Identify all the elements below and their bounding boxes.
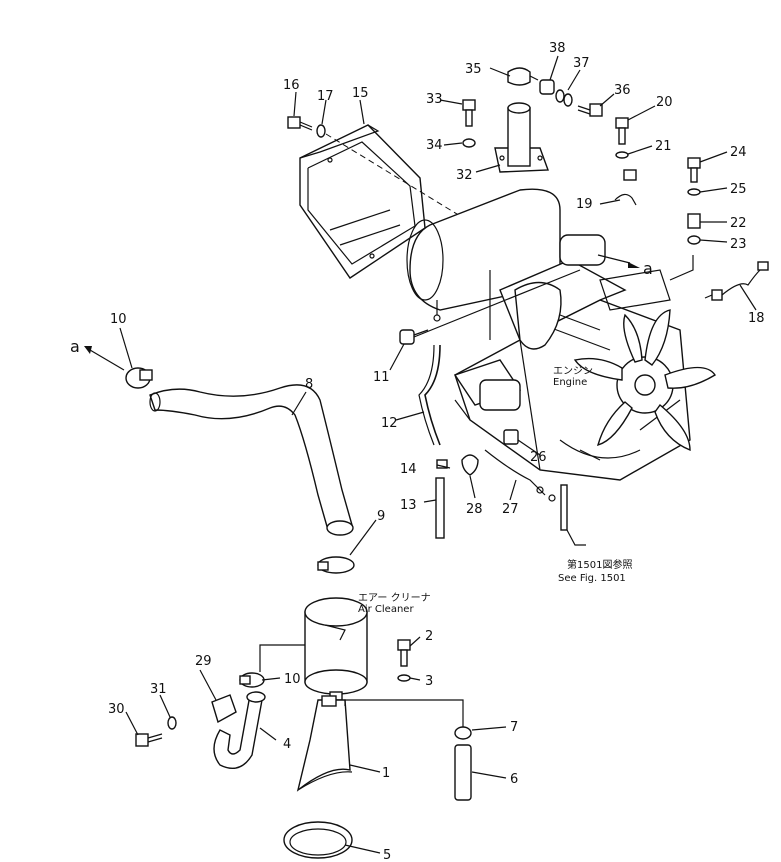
callout-29: 29 xyxy=(195,654,212,669)
pipe-12 xyxy=(418,344,441,446)
callout-6: 6 xyxy=(510,772,518,787)
exhaust-pipe-32 xyxy=(494,102,549,173)
caption-air-cleaner-jp: エアー クリーナ xyxy=(358,592,431,604)
bolt-26 xyxy=(503,429,519,445)
bolt-36 xyxy=(577,103,603,117)
clamp-5 xyxy=(283,821,353,859)
clamp-10-bottom xyxy=(239,672,265,688)
callout-8: 8 xyxy=(305,377,313,392)
callout-12: 12 xyxy=(381,416,398,431)
clip-19 xyxy=(614,169,637,206)
caption-air-cleaner-en: Air Cleaner xyxy=(358,604,414,615)
callout-16: 16 xyxy=(283,78,300,93)
callout-26: 26 xyxy=(530,450,547,465)
tube-1501 xyxy=(560,484,568,531)
washer-25 xyxy=(687,188,701,196)
callout-10-bottom: 10 xyxy=(284,672,301,687)
clamp-28 xyxy=(461,454,479,476)
callout-11: 11 xyxy=(373,370,390,385)
clamp-7 xyxy=(454,726,472,740)
callout-7: 7 xyxy=(510,720,518,735)
callout-33: 33 xyxy=(426,92,443,107)
clamp-9 xyxy=(317,556,355,574)
callout-15: 15 xyxy=(352,86,369,101)
callout-31: 31 xyxy=(150,682,167,697)
washer-31 xyxy=(167,716,177,730)
hose-4 xyxy=(213,691,266,769)
callout-30: 30 xyxy=(108,702,125,717)
callout-32: 32 xyxy=(456,168,473,183)
caption-see-fig-jp: 第1501図参照 xyxy=(567,558,632,571)
callout-18: 18 xyxy=(748,311,765,326)
callout-27: 27 xyxy=(502,502,519,517)
callout-9: 9 xyxy=(377,509,385,524)
ref-a-left: a xyxy=(70,337,80,356)
callout-23: 23 xyxy=(730,237,747,252)
callout-3: 3 xyxy=(425,674,433,689)
caption-see-fig-en: See Fig. 1501 xyxy=(558,573,626,584)
bolt-16 xyxy=(287,116,313,131)
fan xyxy=(573,309,716,452)
callout-14: 14 xyxy=(400,462,417,477)
bolt-20 xyxy=(615,117,629,145)
callout-4: 4 xyxy=(283,737,291,752)
bolt-24 xyxy=(687,157,701,183)
spacer-38 xyxy=(539,79,555,95)
fitting-22 xyxy=(687,213,701,229)
callout-24: 24 xyxy=(730,145,747,160)
callout-5: 5 xyxy=(383,848,391,862)
duct-1 xyxy=(296,695,353,792)
callout-2: 2 xyxy=(425,629,433,644)
callout-20: 20 xyxy=(656,95,673,110)
clip-14 xyxy=(436,459,448,469)
bracket-29 xyxy=(211,694,237,724)
nut-23 xyxy=(687,235,701,245)
hose-27 xyxy=(484,449,556,502)
hose-8 xyxy=(149,384,354,536)
callout-35: 35 xyxy=(465,62,482,77)
caption-engine-en: Engine xyxy=(553,377,587,388)
callout-34: 34 xyxy=(426,138,443,153)
clamp-35 xyxy=(507,67,539,86)
callout-numbers: 1 2 3 4 5 6 7 8 9 10 10 11 12 13 14 15 1… xyxy=(70,41,765,862)
callout-28: 28 xyxy=(466,502,483,517)
callout-25: 25 xyxy=(730,182,747,197)
captions: エンジン Engine エアー クリーナ Air Cleaner 第1501図参… xyxy=(358,366,632,615)
tube-6 xyxy=(454,744,472,801)
washer-37 xyxy=(555,89,573,107)
washer-34 xyxy=(462,138,476,148)
tube-13 xyxy=(435,477,445,539)
sensor-18 xyxy=(704,261,769,301)
bolt-30 xyxy=(135,733,163,747)
callout-19: 19 xyxy=(576,197,593,212)
bracket-15 xyxy=(299,124,426,279)
bolt-33 xyxy=(462,99,476,127)
clamp-10-top xyxy=(125,367,153,389)
callout-37: 37 xyxy=(573,56,590,71)
callout-21: 21 xyxy=(655,139,672,154)
callout-38: 38 xyxy=(549,41,566,56)
callout-17: 17 xyxy=(317,89,334,104)
callout-1: 1 xyxy=(382,766,390,781)
air-cleaner xyxy=(304,597,368,701)
washer-17 xyxy=(316,124,326,138)
callout-22: 22 xyxy=(730,216,747,231)
leader-lines xyxy=(84,55,757,854)
bolt-2 xyxy=(397,639,411,667)
caption-engine-jp: エンジン xyxy=(553,366,593,377)
callout-13: 13 xyxy=(400,498,417,513)
ref-a-right: a xyxy=(643,259,653,278)
washer-21 xyxy=(615,151,629,159)
callout-10-top: 10 xyxy=(110,312,127,327)
washer-3 xyxy=(397,674,411,682)
callout-36: 36 xyxy=(614,83,631,98)
